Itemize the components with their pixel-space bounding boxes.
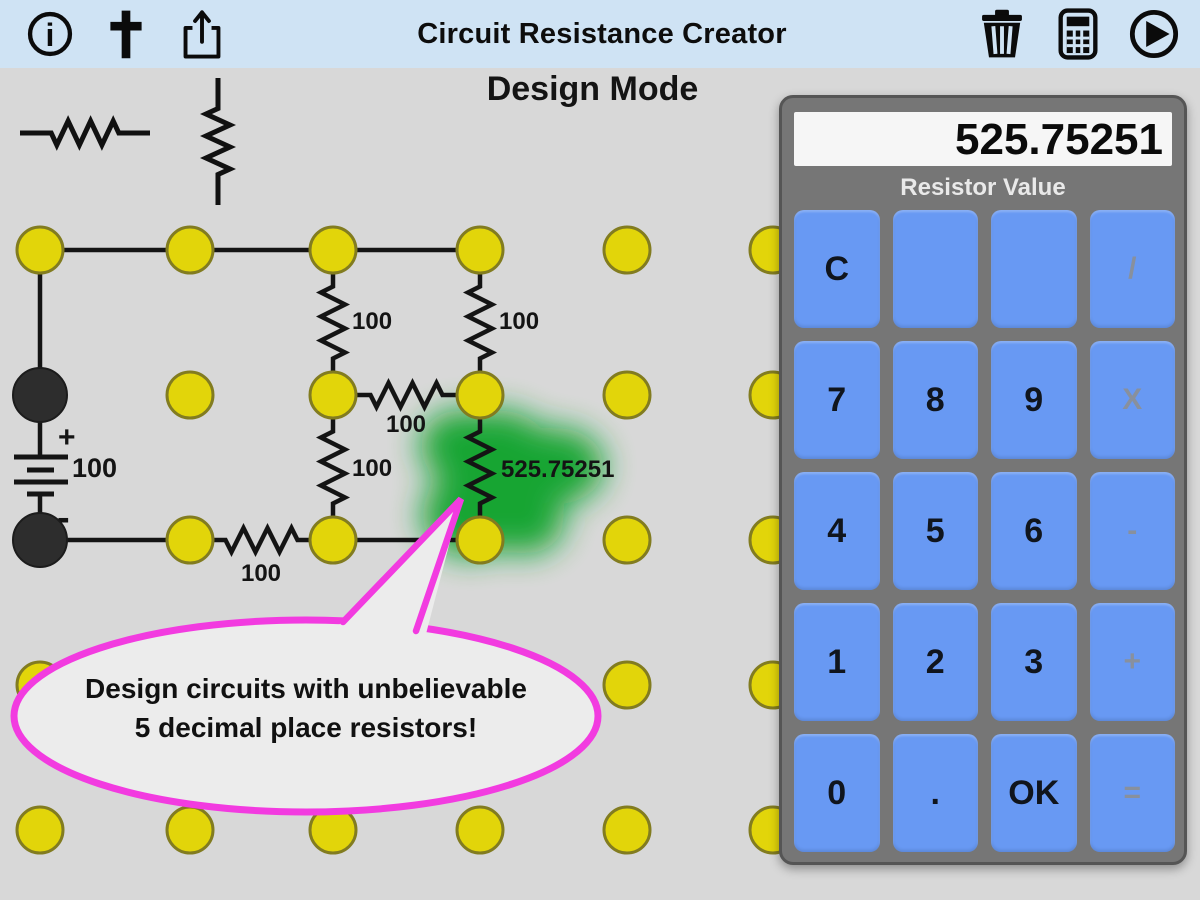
grid-node[interactable] (602, 515, 652, 565)
toolbar: i Circuit Resistance Creator (0, 0, 1200, 68)
resistor-highlighted[interactable] (462, 395, 498, 540)
key-2[interactable]: 2 (892, 603, 978, 721)
key-blank (991, 210, 1077, 328)
resistor-value-label: 100 (352, 308, 392, 335)
bubble-text-line1: Design circuits with unbelievable (85, 673, 527, 704)
trash-icon[interactable] (976, 8, 1028, 60)
wires (37, 247, 480, 543)
key-7[interactable]: 7 (794, 341, 880, 459)
key-C[interactable]: C (794, 210, 880, 328)
resistor[interactable] (333, 377, 480, 413)
grid-node[interactable] (165, 805, 215, 855)
battery-value-label: 100 (72, 453, 117, 483)
calculator-subtitle: Resistor Value (900, 174, 1066, 201)
mode-banner: Design Mode (486, 70, 699, 108)
component-palette (20, 78, 237, 205)
key-X[interactable]: X (1089, 341, 1175, 459)
grid-node[interactable] (165, 225, 215, 275)
resistor-value-label: 525.75251 (501, 456, 614, 483)
grid-node[interactable] (455, 515, 505, 565)
key-5[interactable]: 5 (892, 472, 978, 590)
grid-node[interactable] (165, 370, 215, 420)
battery-terminal-node[interactable] (12, 367, 68, 423)
app-title: Circuit Resistance Creator (417, 17, 787, 50)
grid-node[interactable] (455, 805, 505, 855)
grid-node[interactable] (602, 225, 652, 275)
resistor[interactable] (190, 522, 333, 558)
share-icon[interactable] (176, 8, 228, 60)
resistor-value-label: 100 (352, 455, 392, 482)
grid-nodes (12, 225, 798, 855)
key-blank (892, 210, 978, 328)
battery-plus-label: + (58, 421, 76, 454)
grid-node[interactable] (455, 370, 505, 420)
key-9[interactable]: 9 (991, 341, 1077, 459)
speech-bubble: Design circuits with unbelievable 5 deci… (10, 496, 602, 816)
resistor[interactable] (462, 250, 498, 395)
key-.[interactable]: . (892, 734, 978, 852)
key-8[interactable]: 8 (892, 341, 978, 459)
grid-node[interactable] (15, 805, 65, 855)
key-+[interactable]: + (1089, 603, 1175, 721)
resistor-value-label: 100 (241, 560, 281, 587)
key-1[interactable]: 1 (794, 603, 880, 721)
calculator-icon[interactable] (1052, 8, 1104, 60)
grid-node[interactable] (602, 370, 652, 420)
info-icon[interactable]: i (24, 8, 76, 60)
resistor-value-label: 100 (386, 411, 426, 438)
toolbar-left-icons: i (0, 8, 258, 60)
svg-text:i: i (46, 17, 55, 53)
key-6[interactable]: 6 (991, 472, 1077, 590)
grid-node[interactable] (308, 225, 358, 275)
resistor-value-label: 100 (499, 308, 539, 335)
key-3[interactable]: 3 (991, 603, 1077, 721)
resistors: 100 100 100 100 525.75251 100 (190, 250, 614, 587)
key--[interactable]: - (1089, 472, 1175, 590)
key-OK[interactable]: OK (991, 734, 1077, 852)
grid-node[interactable] (165, 515, 215, 565)
grid-node[interactable] (455, 225, 505, 275)
horizontal-resistor-tool[interactable] (20, 115, 150, 151)
key-0[interactable]: 0 (794, 734, 880, 852)
grid-node[interactable] (308, 370, 358, 420)
play-icon[interactable] (1128, 8, 1180, 60)
battery-terminal-node[interactable] (12, 512, 68, 568)
grid-node[interactable] (308, 515, 358, 565)
key-4[interactable]: 4 (794, 472, 880, 590)
grid-node[interactable] (602, 805, 652, 855)
key-=[interactable]: = (1089, 734, 1175, 852)
calculator-display: 525.75251 (794, 112, 1172, 166)
resistor[interactable] (315, 250, 351, 395)
grid-node[interactable] (15, 225, 65, 275)
vertical-resistor-tool[interactable] (199, 78, 237, 205)
resistor[interactable] (315, 395, 351, 540)
key-/[interactable]: / (1089, 210, 1175, 328)
bubble-text-line2: 5 decimal place resistors! (135, 712, 477, 743)
grid-node[interactable] (602, 660, 652, 710)
cross-icon[interactable] (100, 8, 152, 60)
toolbar-right-icons (946, 8, 1200, 60)
